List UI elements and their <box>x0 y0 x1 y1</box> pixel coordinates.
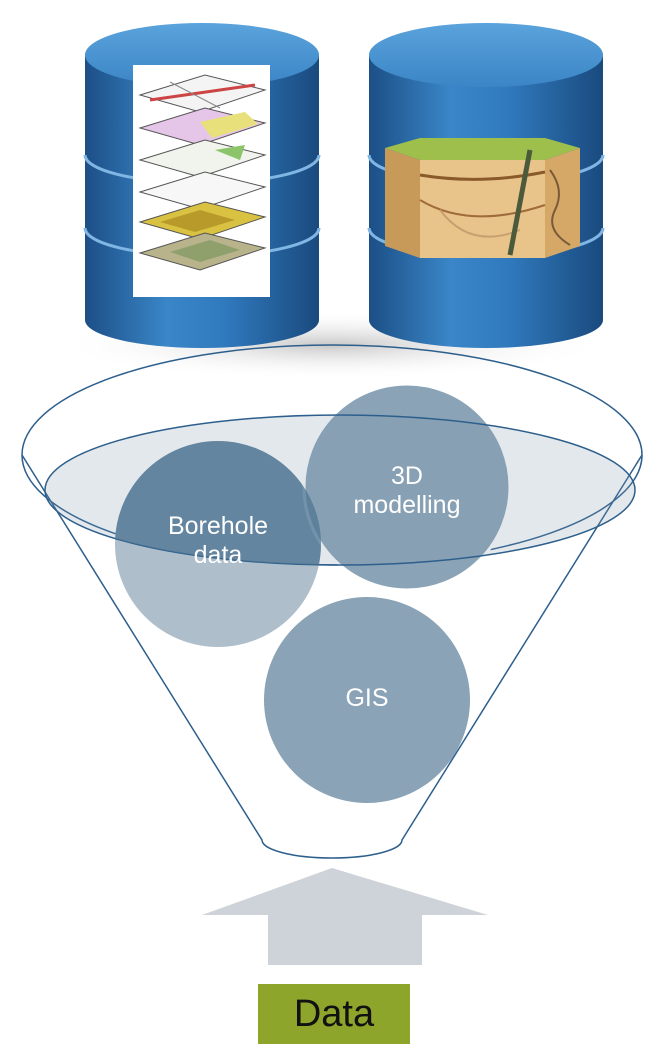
map-layers-picture <box>133 65 270 297</box>
borehole-overlap-shade <box>115 441 321 565</box>
geology-block-picture <box>385 138 580 258</box>
3d-modelling-circle <box>302 382 512 592</box>
data-input-box: Data <box>258 984 410 1044</box>
borehole-label-line-2: data <box>193 541 243 569</box>
borehole-label-line-1: Borehole <box>167 512 269 540</box>
modelling-label-line-1: 3D <box>391 462 423 490</box>
up-arrow <box>202 868 488 965</box>
gis-label-line-1: GIS <box>345 684 389 712</box>
funnel-outline <box>21 454 643 859</box>
modelling-label-line-2: modelling <box>353 491 461 519</box>
geology-block-database <box>367 23 605 348</box>
data-input-label: Data <box>293 992 375 1035</box>
3d-modelling-label: 3D modelling <box>337 462 477 520</box>
gis-label: GIS <box>317 684 417 713</box>
gis-circle <box>264 597 470 803</box>
gis-layers-database <box>83 23 321 348</box>
borehole-data-label: Borehole data <box>138 512 298 570</box>
